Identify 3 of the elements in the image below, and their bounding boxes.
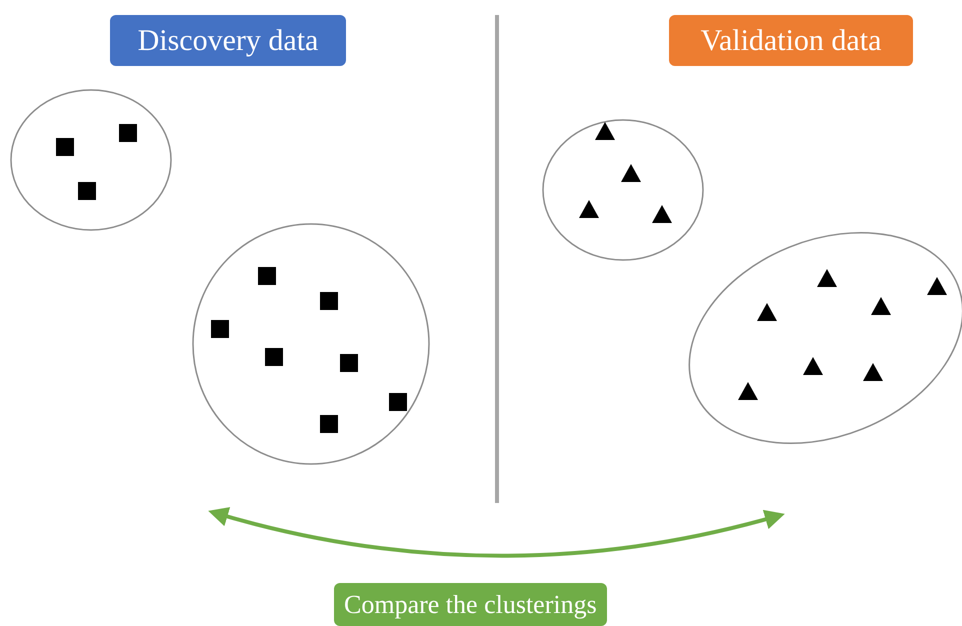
title-label: Compare the clusterings xyxy=(334,583,607,626)
title-label: Validation data xyxy=(669,15,913,66)
title-label: Discovery data xyxy=(110,15,346,66)
